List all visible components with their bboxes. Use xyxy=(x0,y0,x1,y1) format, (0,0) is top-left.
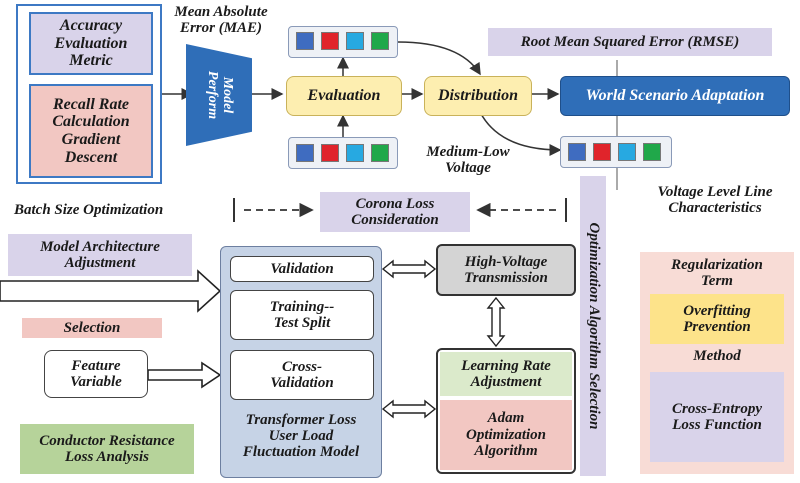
double-arrow-validation-highvoltage xyxy=(381,259,437,279)
top-left-group xyxy=(16,4,162,184)
rmse-label: Root Mean Squared Error (RMSE) xyxy=(488,28,772,56)
big-hollow-arrow xyxy=(0,269,222,313)
distribution-box: Distribution xyxy=(424,76,532,116)
optimization-selection-label: Optimization Algorithm Selection xyxy=(585,222,602,430)
curve-squares-to-distribution xyxy=(397,41,481,76)
model-perform-block xyxy=(186,44,252,146)
regularization-term-label: Regularization Term xyxy=(671,257,763,289)
high-voltage-box: High-Voltage Transmission xyxy=(436,244,576,296)
corona-loss-box: Corona Loss Consideration xyxy=(320,192,470,232)
batch-size-label: Batch Size Optimization xyxy=(14,202,164,219)
world-scenario-box: World Scenario Adaptation xyxy=(560,76,790,116)
training-test-split-box: Training-- Test Split xyxy=(230,290,374,340)
voltage-level-label: Voltage Level Line Characteristics xyxy=(657,184,773,216)
cross-validation-box: Cross- Validation xyxy=(230,350,374,400)
transformer-loss-label: Transformer Loss User Load Fluctuation M… xyxy=(242,412,360,460)
feature-variable-box: Feature Variable xyxy=(44,350,148,398)
learning-rate-box: Learning Rate Adjustment xyxy=(440,352,572,396)
square-blue xyxy=(296,32,314,50)
evaluation-box: Evaluation xyxy=(286,76,402,116)
validation-box: Validation xyxy=(230,256,374,282)
model-architecture-box: Model Architecture Adjustment xyxy=(8,234,192,276)
double-arrow-transformer-learning xyxy=(381,399,437,419)
square-blue xyxy=(296,144,314,162)
double-arrow-vertical xyxy=(486,296,506,348)
method-label: Method xyxy=(693,348,741,365)
medium-low-voltage-label: Medium-Low Voltage xyxy=(426,144,510,176)
adam-optimization-box: Adam Optimization Algorithm xyxy=(440,400,572,470)
mae-label: Mean Absolute Error (MAE) xyxy=(174,4,268,36)
square-cyan xyxy=(618,143,636,161)
square-green xyxy=(371,32,389,50)
square-cyan xyxy=(346,144,364,162)
overfitting-prevention-box: Overfitting Prevention xyxy=(650,294,784,344)
accuracy-evaluation-metric: Accuracy Evaluation Metric xyxy=(29,12,153,75)
conductor-resistance-box: Conductor Resistance Loss Analysis xyxy=(20,424,194,474)
selection-box: Selection xyxy=(22,318,162,338)
optimization-selection-bar xyxy=(580,176,606,476)
recall-rate-gradient-descent: Recall Rate Calculation Gradient Descent xyxy=(29,84,153,178)
model-perform-label: Model Perform xyxy=(205,70,235,120)
square-cyan xyxy=(346,32,364,50)
cross-entropy-box: Cross-Entropy Loss Function xyxy=(650,372,784,462)
square-red xyxy=(593,143,611,161)
square-blue xyxy=(568,143,586,161)
square-red xyxy=(321,32,339,50)
curve-distribution-to-squares xyxy=(479,111,562,156)
feature-hollow-arrow xyxy=(147,361,222,389)
square-red xyxy=(321,144,339,162)
square-green xyxy=(643,143,661,161)
square-green xyxy=(371,144,389,162)
